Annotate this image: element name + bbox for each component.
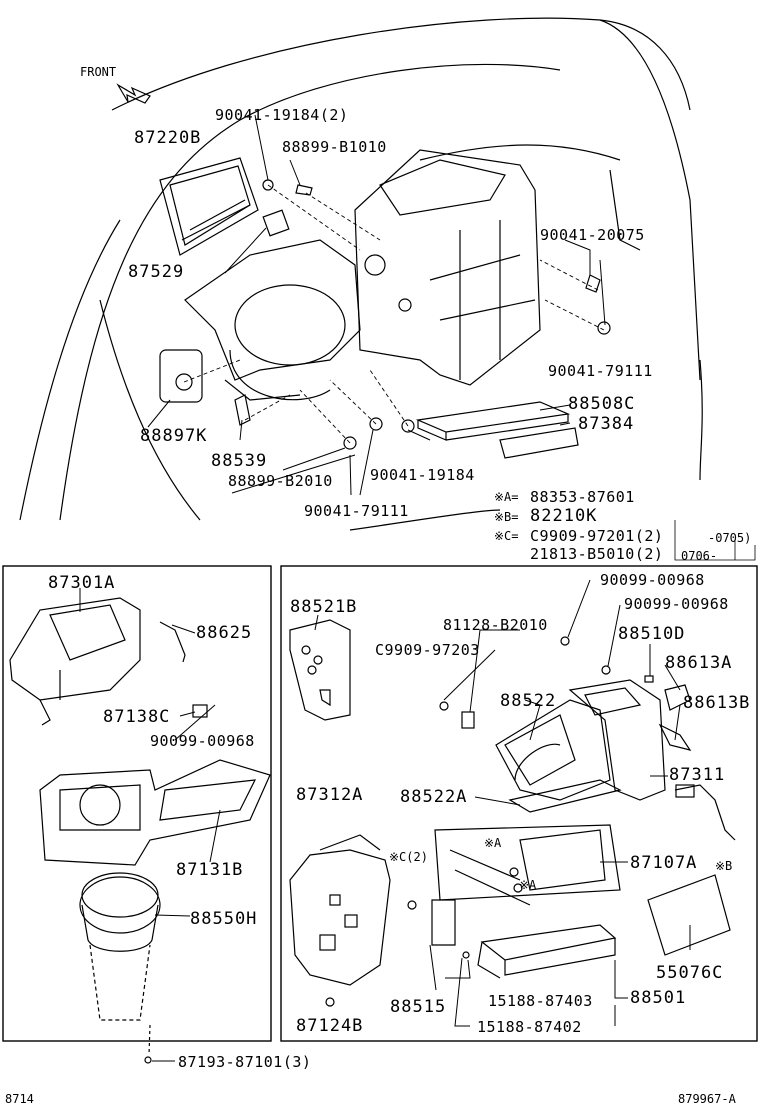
left-panel-frame <box>2 565 272 1042</box>
part-C9909-97203[interactable]: C9909-97203 <box>375 641 480 659</box>
screw-shapes <box>262 179 611 450</box>
part-87138C[interactable]: 87138C <box>103 707 171 727</box>
note-a-value[interactable]: 88353-87601 <box>530 488 635 506</box>
part-90041-19184-2[interactable]: 90041-19184(2) <box>215 106 349 124</box>
note-b-value[interactable]: 82210K <box>530 506 598 526</box>
part-88613A[interactable]: 88613A <box>665 653 733 673</box>
mark-b: ※B <box>715 859 733 873</box>
part-90099-00968-left[interactable]: 90099-00968 <box>150 732 255 750</box>
part-15188-87403[interactable]: 15188-87403 <box>488 992 593 1010</box>
note-c-value-1[interactable]: C9909-97201(2) <box>530 527 664 545</box>
sensor-shape <box>234 394 251 426</box>
part-88550H[interactable]: 88550H <box>190 909 258 929</box>
part-90041-79111-bottom[interactable]: 90041-79111 <box>304 502 409 520</box>
part-15188-87402[interactable]: 15188-87402 <box>477 1018 582 1036</box>
front-label: FRONT <box>80 65 117 79</box>
part-88510D[interactable]: 88510D <box>618 624 686 644</box>
part-88508C[interactable]: 88508C <box>568 394 636 414</box>
footer-right-code: 879967-A <box>678 1092 736 1106</box>
part-90041-20075[interactable]: 90041-20075 <box>540 226 645 244</box>
footer-left-code: 8714 <box>5 1092 34 1106</box>
right-panel-leaders <box>314 579 691 1027</box>
mark-a-2: ※A <box>519 878 537 892</box>
heater-unit-shape <box>354 149 541 386</box>
cabin-filter-shape <box>415 401 579 459</box>
part-87124B[interactable]: 87124B <box>296 1016 364 1036</box>
part-55076C[interactable]: 55076C <box>656 963 724 983</box>
part-87131B[interactable]: 87131B <box>176 860 244 880</box>
part-88522[interactable]: 88522 <box>500 691 557 711</box>
note-date-bracket <box>674 520 756 561</box>
mark-a-1: ※A <box>484 836 502 850</box>
note-c-date-1: -0705) <box>708 531 752 545</box>
part-87107A[interactable]: 87107A <box>630 853 698 873</box>
left-panel-parts <box>9 597 271 1064</box>
part-88613B[interactable]: 88613B <box>683 693 751 713</box>
part-87384[interactable]: 87384 <box>578 414 635 434</box>
part-87301A[interactable]: 87301A <box>48 573 116 593</box>
part-87311[interactable]: 87311 <box>669 765 726 785</box>
part-90099-00968-a[interactable]: 90099-00968 <box>600 571 705 589</box>
mark-c-2: ※C(2) <box>389 850 428 864</box>
part-88501[interactable]: 88501 <box>630 988 687 1008</box>
part-87193-87101-3[interactable]: 87193-87101(3) <box>178 1053 312 1071</box>
dashed-connector-lines <box>183 184 605 444</box>
part-88539[interactable]: 88539 <box>211 451 268 471</box>
note-c-value-2[interactable]: 21813-B5010(2) <box>530 545 664 563</box>
grommet-shape <box>159 349 203 403</box>
part-90041-79111-right[interactable]: 90041-79111 <box>548 362 653 380</box>
part-90099-00968-b[interactable]: 90099-00968 <box>624 595 729 613</box>
part-87220B[interactable]: 87220B <box>134 128 202 148</box>
note-a-key: ※A= <box>494 490 519 504</box>
part-88899-B1010[interactable]: 88899-B1010 <box>282 138 387 156</box>
part-81128-B2010[interactable]: 81128-B2010 <box>443 616 548 634</box>
note-c-key: ※C= <box>494 529 519 543</box>
part-88515[interactable]: 88515 <box>390 997 447 1017</box>
part-90041-19184[interactable]: 90041-19184 <box>370 466 475 484</box>
upper-leader-lines <box>147 114 606 496</box>
front-arrow-icon <box>116 83 151 104</box>
part-87312A[interactable]: 87312A <box>296 785 364 805</box>
part-88625[interactable]: 88625 <box>196 623 253 643</box>
left-panel-leaders <box>79 588 221 1062</box>
right-panel-frame <box>280 565 758 1042</box>
note-b-key: ※B= <box>494 510 519 524</box>
right-panel-parts <box>289 619 736 1007</box>
part-88897K[interactable]: 88897K <box>140 426 208 446</box>
part-88521B[interactable]: 88521B <box>290 597 358 617</box>
filter-plate-shape <box>262 209 290 237</box>
glove-box-shape <box>159 157 259 256</box>
part-88522A[interactable]: 88522A <box>400 787 468 807</box>
note-c-date-2: 0706- <box>681 549 718 563</box>
part-87529[interactable]: 87529 <box>128 262 185 282</box>
blower-housing-shape <box>184 239 361 401</box>
part-88899-B2010[interactable]: 88899-B2010 <box>228 472 333 490</box>
dashboard-outline <box>19 17 703 531</box>
